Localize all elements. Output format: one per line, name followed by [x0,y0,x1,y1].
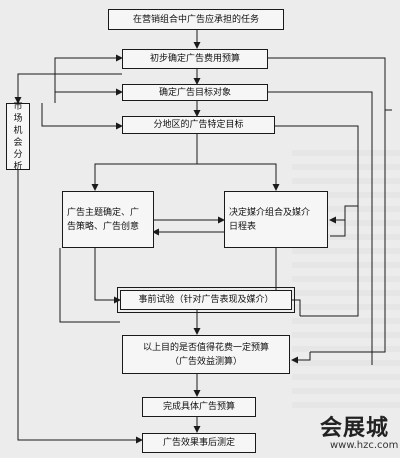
node-post-evaluation: 广告效果事后测定 [142,433,256,453]
feedback-mid [268,91,373,365]
side-char: 会 [13,137,23,148]
watermark-logo-url: www.hzc.com [330,440,399,451]
node-initial-budget: 初步确定广告费用预算 [122,49,268,69]
feedback-to-n6-b [330,220,346,237]
arrow-side-n2 [54,54,123,103]
arrow-side-n4 [41,103,123,130]
node-final-budget: 完成具体广告预算 [142,397,256,417]
watermark-logo-text: 会展城 [320,416,390,441]
side-char: 分 [13,149,23,160]
arrow-n2-side [14,73,122,104]
node-market-opportunity: 市 场 机 会 分 析 [6,101,30,172]
side-char: 场 [13,113,23,124]
watermark-logo: 会展城 www.hzc.com [320,410,398,456]
feedback-outer [268,57,386,353]
feedback-to-n6 [329,205,358,224]
feedback-inner [275,125,359,317]
node-pretest: 事前试验（针对广告表现及媒介） [117,287,295,313]
arrow-side-n3 [54,88,123,103]
node-regional-objectives: 分地区的广告特定目标 [122,116,275,134]
node-creative-strategy: 广告主题确定、广 告策略、广告创意 [62,191,154,248]
feedback-n8 [291,352,311,364]
node-task: 在营销组合中广告应承担的任务 [108,9,284,30]
node-target-audience: 确定广告目标对象 [122,84,268,101]
arrow-n4-n5 [91,133,198,191]
arrow-n4-n6 [197,163,280,191]
side-char: 机 [13,125,23,136]
arrow-n5-n7 [94,248,121,304]
node-media-plan: 决定媒介组合及媒介 日程表 [224,191,328,248]
side-char: 市 [13,101,23,112]
node-roi-check: 以上目的是否值得花费一定预算 （广告效益测算） [122,335,290,374]
left-loop-n7 [59,300,120,323]
side-char: 析 [13,161,23,172]
arrow-side-n10 [17,170,143,444]
